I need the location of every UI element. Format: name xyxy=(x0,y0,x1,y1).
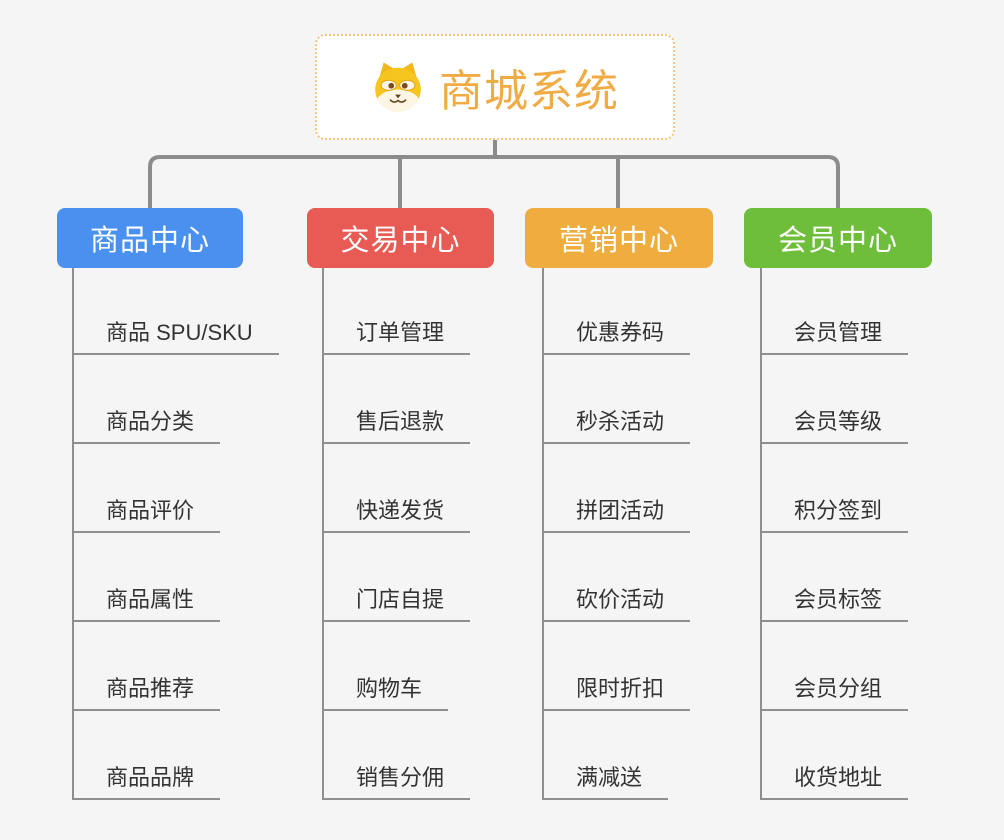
branch-items-marketing-center: 优惠券码 秒杀活动 拼团活动 砍价活动 限时折扣 满减送 xyxy=(542,268,691,800)
leaf-node[interactable]: 商品 SPU/SKU xyxy=(72,315,279,355)
list-item: 会员等级 xyxy=(760,355,909,444)
leaf-node[interactable]: 秒杀活动 xyxy=(542,404,691,444)
branch-items-trade-center: 订单管理 售后退款 快递发货 门店自提 购物车 销售分佣 xyxy=(322,268,471,800)
list-item: 快递发货 xyxy=(322,444,471,533)
branch-items-product-center: 商品 SPU/SKU 商品分类 商品评价 商品属性 商品推荐 商品品牌 xyxy=(72,268,279,800)
list-item: 商品 SPU/SKU xyxy=(72,268,279,355)
list-item: 销售分佣 xyxy=(322,711,471,800)
leaf-node[interactable]: 优惠券码 xyxy=(542,315,691,355)
leaf-node[interactable]: 购物车 xyxy=(322,671,449,711)
leaf-node[interactable]: 积分签到 xyxy=(760,493,909,533)
leaf-node[interactable]: 售后退款 xyxy=(322,404,471,444)
leaf-node[interactable]: 拼团活动 xyxy=(542,493,691,533)
list-item: 会员标签 xyxy=(760,533,909,622)
list-item: 商品评价 xyxy=(72,444,279,533)
list-item: 秒杀活动 xyxy=(542,355,691,444)
list-item: 商品属性 xyxy=(72,533,279,622)
list-item: 收货地址 xyxy=(760,711,909,800)
list-item: 商品分类 xyxy=(72,355,279,444)
list-item: 商品推荐 xyxy=(72,622,279,711)
leaf-node[interactable]: 收货地址 xyxy=(760,760,909,800)
list-item: 会员分组 xyxy=(760,622,909,711)
list-item: 订单管理 xyxy=(322,268,471,355)
leaf-node[interactable]: 商品品牌 xyxy=(72,760,221,800)
root-title: 商城系统 xyxy=(439,67,619,116)
leaf-node[interactable]: 会员等级 xyxy=(760,404,909,444)
leaf-node[interactable]: 砍价活动 xyxy=(542,582,691,622)
list-item: 售后退款 xyxy=(322,355,471,444)
list-item: 满减送 xyxy=(542,711,690,800)
leaf-node[interactable]: 商品评价 xyxy=(72,493,221,533)
branch-node-product-center[interactable]: 商品中心 xyxy=(57,208,243,268)
dog-face-icon xyxy=(375,62,421,112)
leaf-node[interactable]: 快递发货 xyxy=(322,493,471,533)
leaf-node[interactable]: 会员管理 xyxy=(760,315,909,355)
branch-node-marketing-center[interactable]: 营销中心 xyxy=(525,208,713,268)
leaf-node[interactable]: 商品分类 xyxy=(72,404,221,444)
list-item: 会员管理 xyxy=(760,268,909,355)
branch-node-member-center[interactable]: 会员中心 xyxy=(744,208,932,268)
list-item: 砍价活动 xyxy=(542,533,691,622)
leaf-node[interactable]: 限时折扣 xyxy=(542,671,691,711)
list-item: 门店自提 xyxy=(322,533,471,622)
list-item: 商品品牌 xyxy=(72,711,279,800)
list-item: 积分签到 xyxy=(760,444,909,533)
leaf-node[interactable]: 销售分佣 xyxy=(322,760,471,800)
root-node-mall-system[interactable]: 商城系统 xyxy=(315,34,675,140)
leaf-node[interactable]: 门店自提 xyxy=(322,582,471,622)
list-item: 拼团活动 xyxy=(542,444,691,533)
branch-items-member-center: 会员管理 会员等级 积分签到 会员标签 会员分组 收货地址 xyxy=(760,268,909,800)
list-item: 限时折扣 xyxy=(542,622,691,711)
leaf-node[interactable]: 会员标签 xyxy=(760,582,909,622)
leaf-node[interactable]: 满减送 xyxy=(542,760,669,800)
list-item: 购物车 xyxy=(322,622,470,711)
leaf-node[interactable]: 会员分组 xyxy=(760,671,909,711)
branch-node-trade-center[interactable]: 交易中心 xyxy=(307,208,494,268)
list-item: 优惠券码 xyxy=(542,268,691,355)
leaf-node[interactable]: 商品推荐 xyxy=(72,671,221,711)
leaf-node[interactable]: 订单管理 xyxy=(322,315,471,355)
leaf-node[interactable]: 商品属性 xyxy=(72,582,221,622)
